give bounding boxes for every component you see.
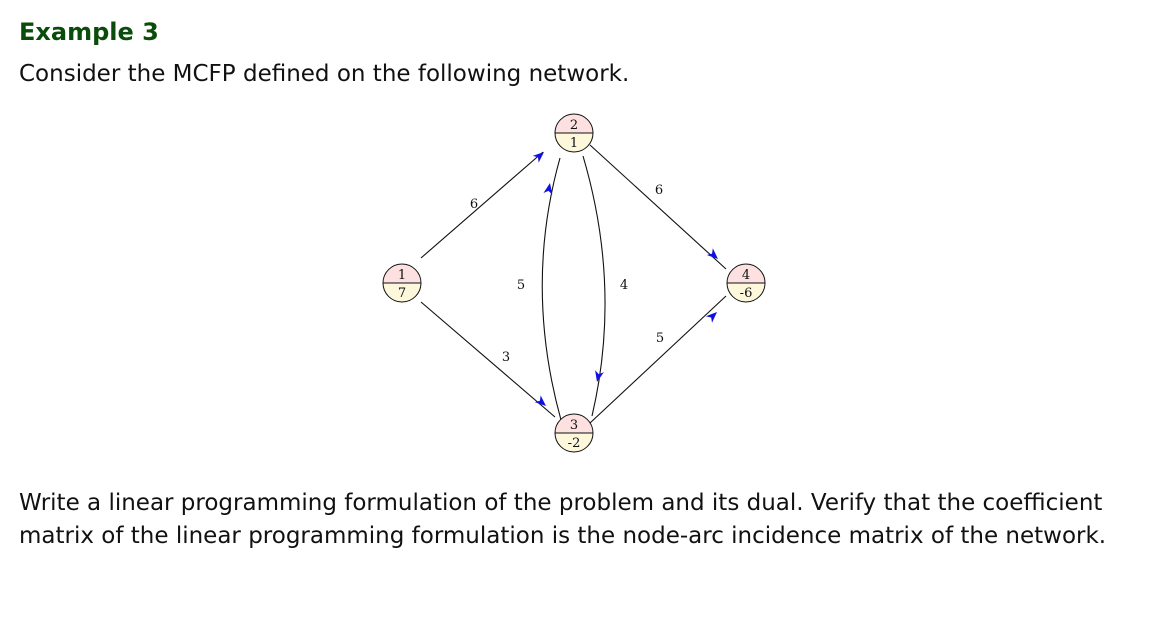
arc-label-3-2: 5	[517, 278, 525, 293]
arrowhead-2-3	[595, 370, 604, 382]
arc-label-1-3: 3	[502, 350, 510, 365]
arc-label-2-3: 4	[620, 278, 628, 293]
arc-labels-group: 6 3 5 4 6 5	[470, 183, 664, 365]
node-4: 4 -6	[726, 263, 766, 303]
node-4-supply: -6	[740, 286, 753, 301]
arc-3-4	[589, 295, 727, 424]
example-heading: Example 3	[19, 18, 159, 46]
arc-1-3	[420, 301, 556, 418]
arc-label-1-2: 6	[470, 197, 478, 212]
arc-1-2	[420, 151, 544, 259]
node-2: 2 1	[554, 113, 594, 153]
arrowhead-3-4	[705, 312, 717, 323]
node-1: 1 7	[382, 263, 422, 303]
arrowhead-3-2	[543, 183, 553, 195]
arcs-group	[420, 144, 727, 424]
arc-3-2	[541, 157, 562, 421]
node-1-supply: 7	[398, 286, 406, 301]
node-4-id: 4	[742, 268, 750, 283]
arrowhead-1-2	[532, 152, 544, 163]
task-text: Write a linear programming formulation o…	[19, 490, 1107, 549]
arc-label-2-4: 6	[655, 183, 663, 198]
node-2-id: 2	[570, 118, 578, 133]
arc-2-4	[589, 144, 727, 270]
node-3-supply: -2	[568, 436, 581, 451]
arrowhead-1-3	[534, 395, 546, 406]
node-3-id: 3	[570, 418, 578, 433]
node-3: 3 -2	[554, 413, 594, 453]
arc-2-3	[582, 155, 606, 417]
node-1-id: 1	[398, 268, 406, 283]
arrowheads-group	[532, 152, 718, 406]
arc-label-3-4: 5	[656, 331, 664, 346]
arrowhead-2-4	[706, 248, 718, 259]
node-2-supply: 1	[570, 136, 578, 151]
intro-text: Consider the MCFP defined on the followi…	[19, 61, 630, 87]
